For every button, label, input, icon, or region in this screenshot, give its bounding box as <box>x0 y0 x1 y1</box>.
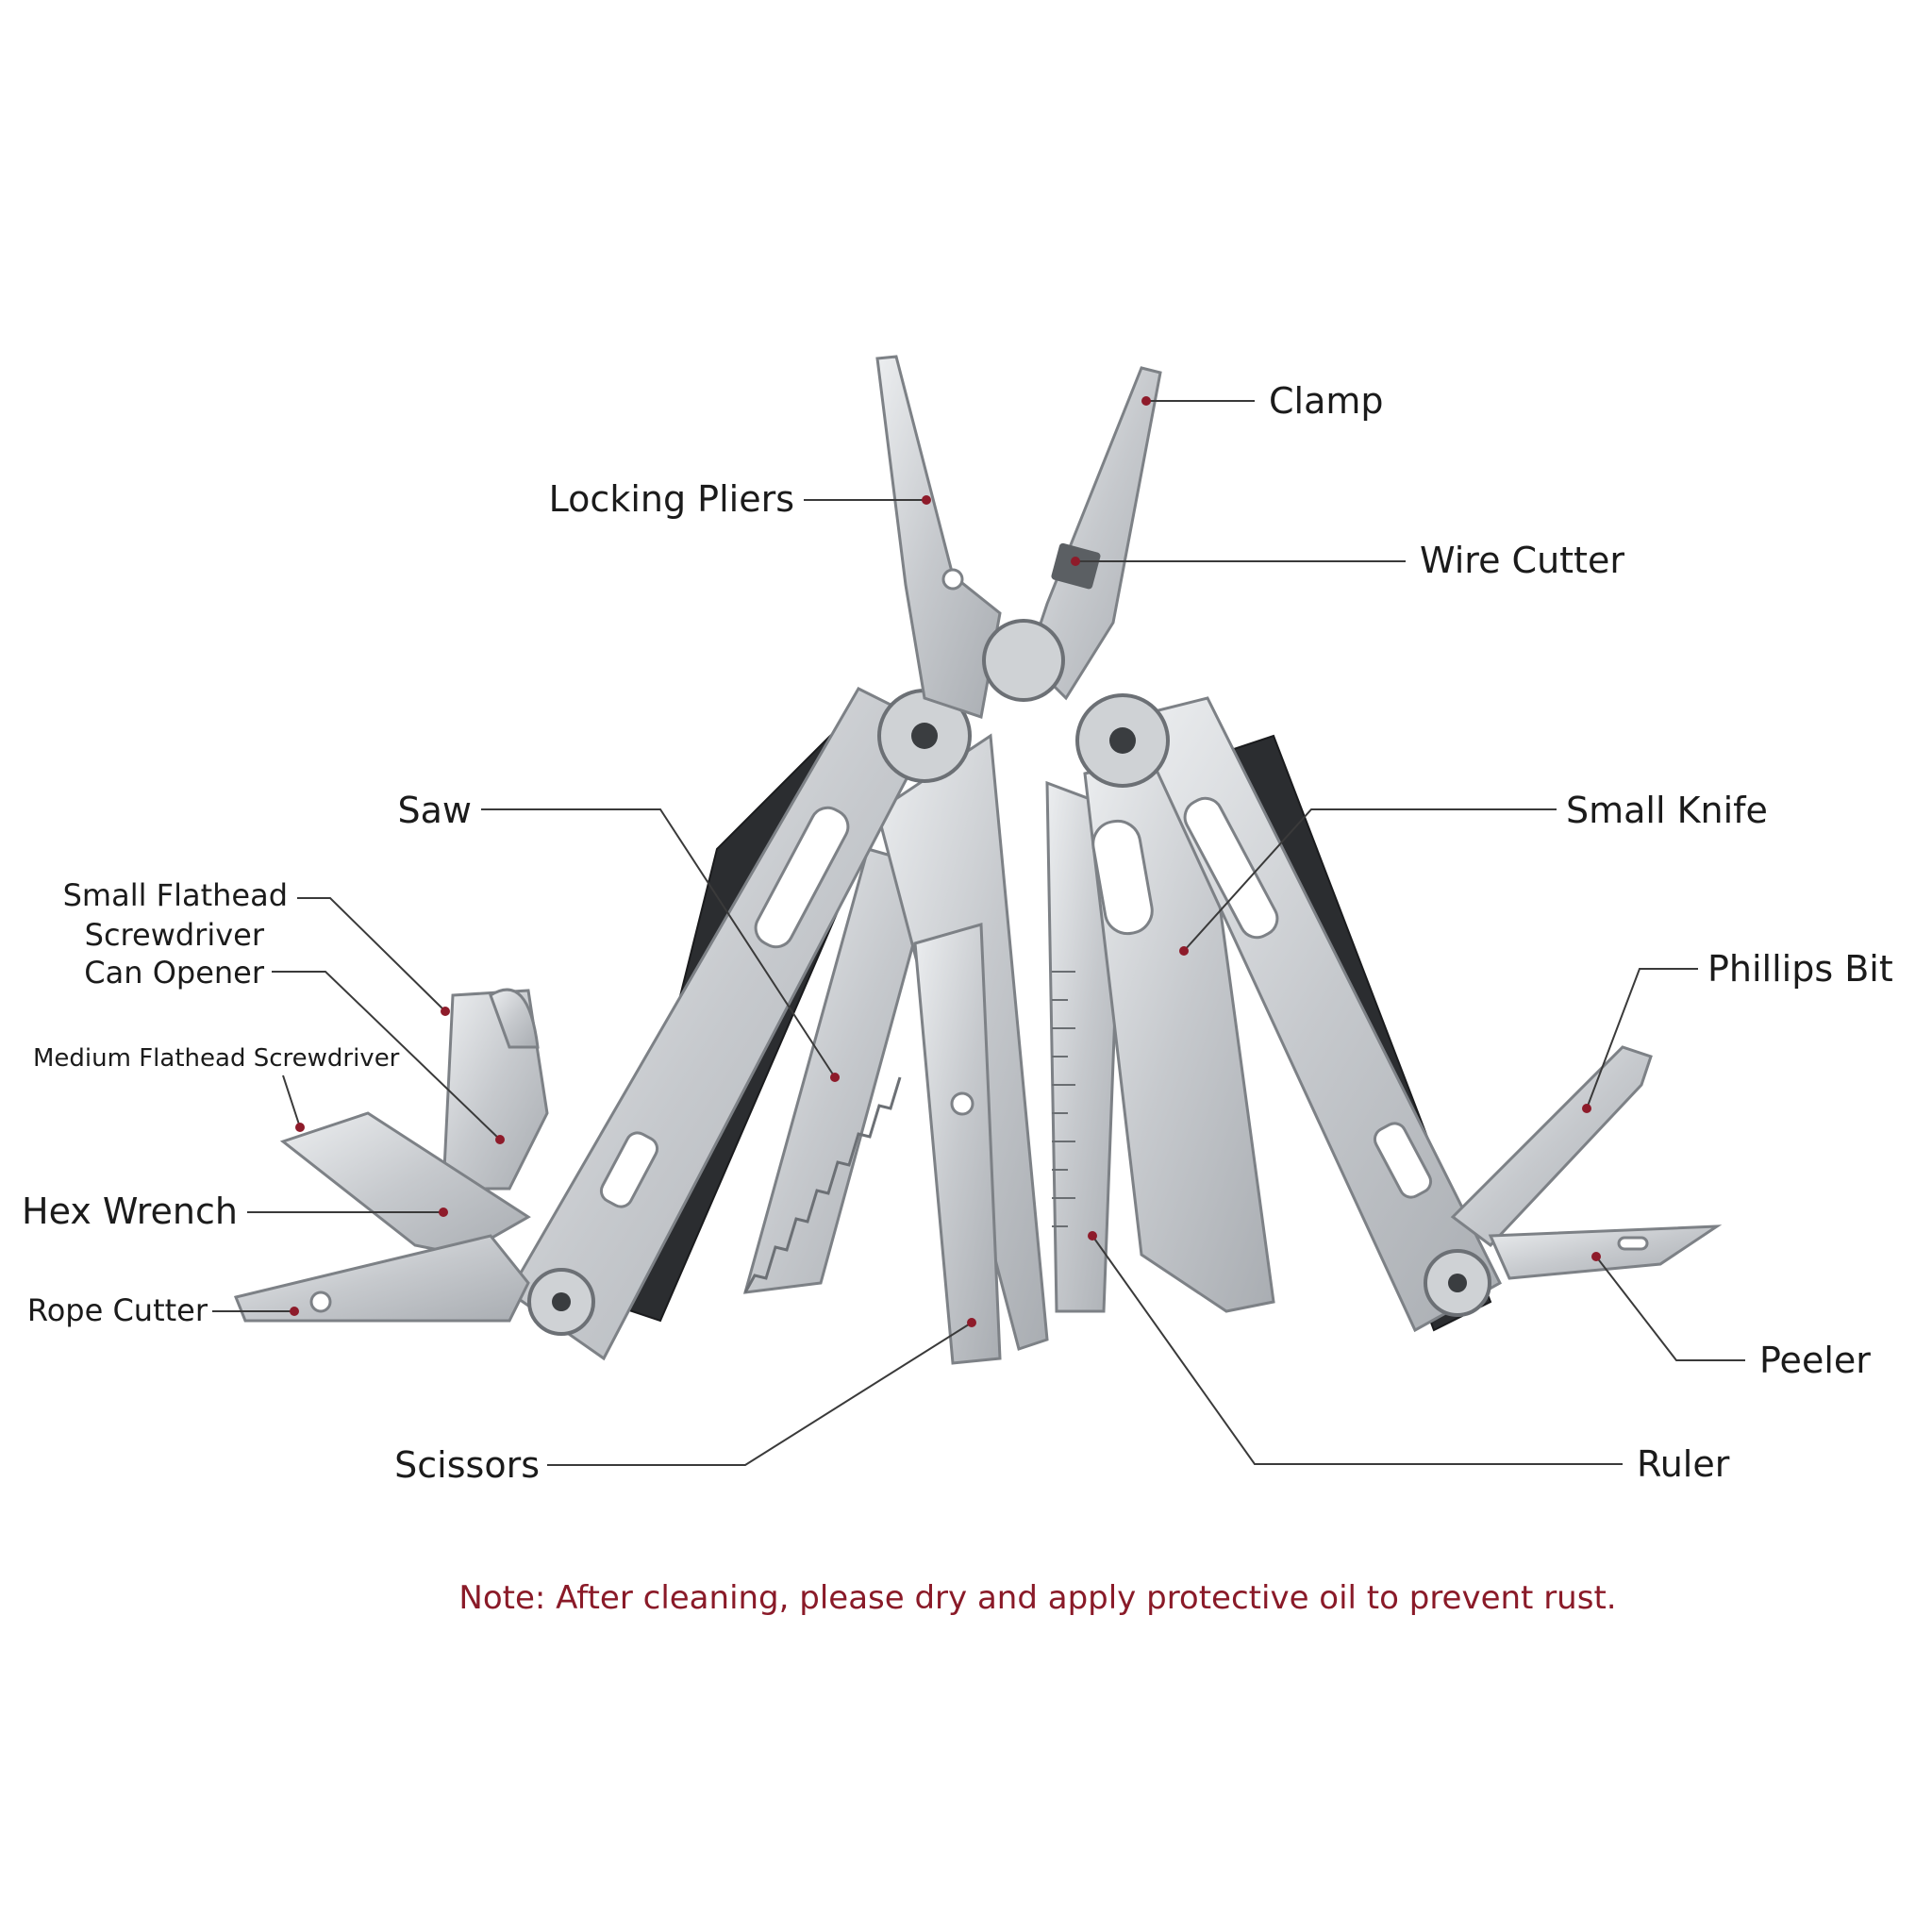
right-tool-stack <box>1450 1045 1723 1280</box>
label-small-knife: Small Knife <box>1566 790 1768 831</box>
callout-scissors: Scissors <box>394 1318 976 1486</box>
pliers-head <box>875 355 1162 719</box>
callout-saw: Saw <box>398 790 840 1082</box>
label-small-flathead-line2: Screwdriver <box>85 917 265 953</box>
callout-can-opener: Can Opener <box>84 955 505 1144</box>
callout-medium-flathead: Medium Flathead Screwdriver <box>33 1044 400 1132</box>
care-note: Note: After cleaning, please dry and app… <box>458 1579 1616 1617</box>
label-wire-cutter: Wire Cutter <box>1420 540 1624 581</box>
scissors-tool <box>875 733 1049 1365</box>
label-clamp: Clamp <box>1269 380 1384 422</box>
callout-locking-pliers: Locking Pliers <box>549 478 931 520</box>
label-hex-wrench: Hex Wrench <box>22 1191 238 1232</box>
label-can-opener: Can Opener <box>84 955 265 991</box>
right-handle <box>1129 696 1502 1333</box>
label-locking-pliers: Locking Pliers <box>549 478 794 520</box>
callout-hex-wrench: Hex Wrench <box>22 1191 448 1232</box>
label-peeler: Peeler <box>1759 1340 1871 1381</box>
callout-wire-cutter: Wire Cutter <box>1071 540 1624 581</box>
callout-ruler: Ruler <box>1088 1231 1730 1485</box>
callout-small-knife: Small Knife <box>1179 790 1768 956</box>
label-saw: Saw <box>398 790 473 831</box>
callout-peeler: Peeler <box>1591 1252 1871 1381</box>
left-handle <box>508 687 937 1361</box>
label-phillips-bit: Phillips Bit <box>1707 948 1893 990</box>
callout-phillips-bit: Phillips Bit <box>1582 948 1893 1113</box>
small-knife-blade <box>1083 743 1275 1313</box>
left-tool-stack <box>233 988 549 1323</box>
label-ruler: Ruler <box>1637 1443 1730 1485</box>
label-small-flathead-line1: Small Flathead <box>63 877 288 913</box>
label-scissors: Scissors <box>394 1444 540 1486</box>
callout-small-flathead: Small Flathead Screwdriver <box>63 877 450 1016</box>
label-rope-cutter: Rope Cutter <box>27 1292 208 1328</box>
callout-rope-cutter: Rope Cutter <box>27 1292 299 1328</box>
label-medium-flathead: Medium Flathead Screwdriver <box>33 1044 400 1073</box>
callout-clamp: Clamp <box>1141 380 1384 422</box>
multitool-illustration <box>233 355 1723 1365</box>
